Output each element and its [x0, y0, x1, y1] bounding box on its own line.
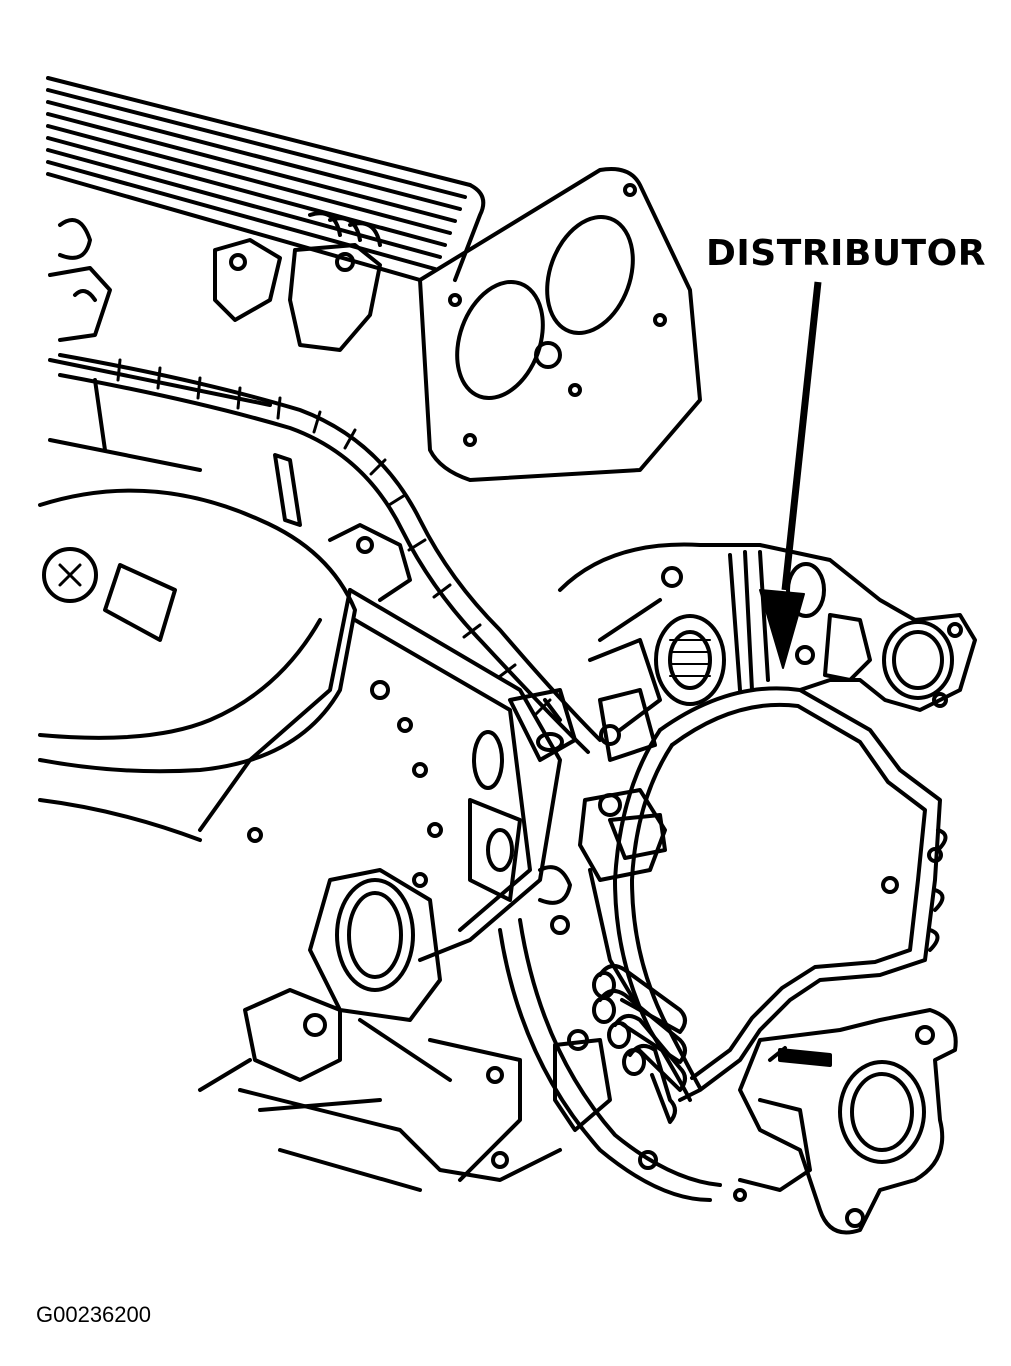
water-pump	[498, 788, 722, 1202]
manifold-brackets	[48, 218, 382, 472]
throttle-body-plate	[418, 167, 702, 482]
intake-runners	[46, 76, 486, 282]
valve-cover	[38, 488, 357, 842]
figure-id: G00236200	[36, 1302, 151, 1327]
distributor-housing	[558, 542, 977, 762]
outlet-fitting	[733, 1008, 958, 1235]
distributor-label: DISTRIBUTOR	[706, 233, 986, 274]
distributor-arrow	[759, 281, 822, 669]
pulley-cylinders	[592, 964, 687, 1124]
wiring-harness	[58, 353, 602, 754]
engine-block-lower	[198, 868, 562, 1192]
cylinder-head	[198, 453, 577, 962]
